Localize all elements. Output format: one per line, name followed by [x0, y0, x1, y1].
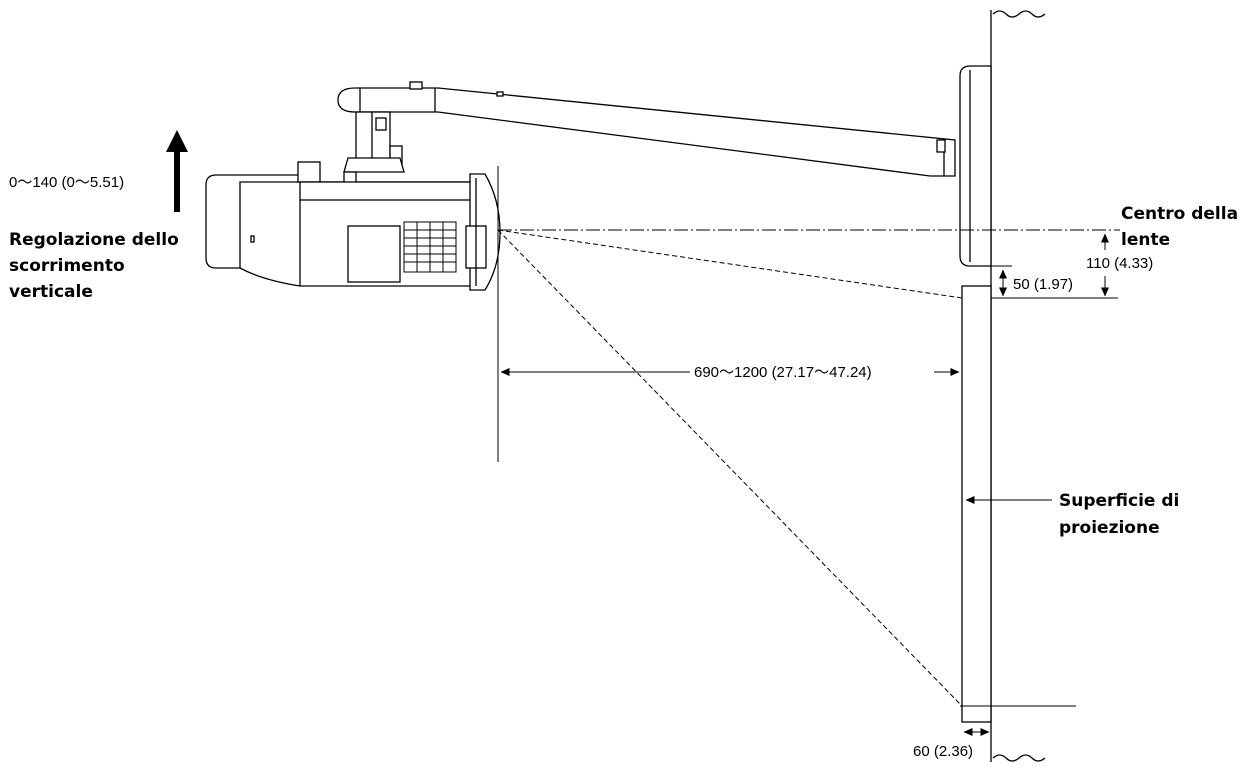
shift-title-line-3: verticale	[9, 282, 93, 302]
wall	[990, 10, 1046, 762]
dimension-arrows	[500, 233, 1109, 736]
shift-range-label: 0〜140 (0〜5.51)	[9, 174, 124, 191]
throw-distance-dimension: 690〜1200 (27.17〜47.24)	[694, 364, 872, 381]
wall-plate	[959, 65, 992, 267]
lens-center-label-1: Centro della	[1121, 204, 1238, 224]
lens-offset-dimension: 110 (4.33)	[1086, 255, 1153, 272]
shift-title-line-2: scorrimento	[9, 256, 125, 276]
projection-surface	[961, 285, 992, 723]
wall-gap-dimension: 60 (2.36)	[913, 743, 973, 760]
projector	[205, 161, 501, 291]
surface-label-1: Superficie di	[1059, 491, 1179, 511]
lens-center-label-2: lente	[1121, 230, 1170, 250]
surface-label-2: proiezione	[1059, 518, 1160, 538]
extension-lines	[960, 265, 1118, 707]
mount-arm	[337, 81, 956, 177]
projection-rays	[497, 229, 963, 707]
shift-title-line-1: Regolazione dello	[9, 230, 179, 250]
vertical-shift-arrow	[166, 130, 188, 212]
screen-offset-dimension: 50 (1.97)	[1013, 276, 1073, 293]
